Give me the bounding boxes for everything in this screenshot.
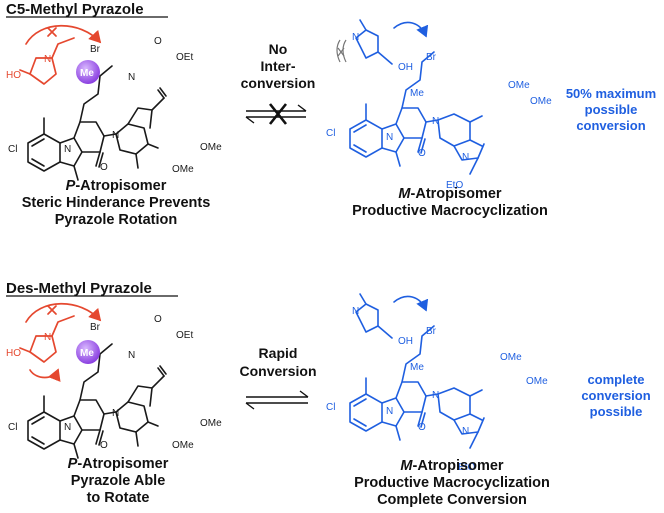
- atom-n-indole-bottom: N: [128, 350, 135, 361]
- atom-me-top-right: Me: [410, 88, 424, 99]
- caption-bottom-right-prefix: M: [400, 458, 413, 474]
- caption-top-left-line2: Pyrazole Rotation: [55, 212, 177, 228]
- top-mid-line1: No: [269, 41, 288, 57]
- atom-br-bottom: Br: [90, 322, 101, 333]
- methyl-ball-label-bottom: Me: [80, 348, 94, 359]
- atom-ome2-bottom-right: OMe: [526, 376, 548, 387]
- caption-top-left-prefix: P: [66, 178, 76, 194]
- note-bottom-line2: conversion: [581, 388, 650, 403]
- top-right-molecule: N OH Me Br Cl N N O N OMe OMe EtO: [326, 19, 552, 191]
- note-bottom-line1: complete: [587, 372, 644, 387]
- atom-eto-top-right: EtO: [446, 180, 463, 191]
- atom-o-ester-bottom: O: [154, 314, 162, 325]
- caption-bottom-right-line1: Productive Macrocyclization: [354, 475, 550, 491]
- atom-n-ring-top: N: [64, 144, 71, 155]
- atom-o-bottom: O: [100, 440, 108, 451]
- atom-o-top-right: O: [418, 148, 426, 159]
- atom-o-ester-top: O: [154, 36, 162, 47]
- svg-text:P-Atropisomer: P-Atropisomer: [66, 178, 167, 194]
- atom-n-top: N: [44, 54, 51, 65]
- atom-oet-top: OEt: [176, 52, 193, 63]
- atom-n-amide-top: N: [112, 130, 119, 141]
- atom-br-top-right: Br: [426, 52, 437, 63]
- atom-o-top: O: [100, 162, 108, 173]
- caption-top-right: M-Atropisomer Productive Macrocyclizatio…: [352, 186, 548, 219]
- caption-top-right-rest: -Atropisomer: [411, 186, 502, 202]
- svg-text:M-Atropisomer: M-Atropisomer: [398, 186, 501, 202]
- atom-oh-top-right: OH: [398, 62, 413, 73]
- caption-bottom-right-rest: -Atropisomer: [413, 458, 504, 474]
- atom-br-bottom-right: Br: [426, 326, 437, 337]
- atom-eto-bottom-right: EtO: [458, 462, 475, 473]
- atom-oh-bottom-right: OH: [398, 336, 413, 347]
- svg-text:P-Atropisomer: P-Atropisomer: [68, 456, 169, 472]
- top-left-molecule: HO N Me Br Cl N O N N O OEt OMe OMe: [6, 24, 222, 181]
- atom-cl-bottom-right: Cl: [326, 402, 335, 413]
- caption-bottom-left-line1: Pyrazole Able: [71, 473, 166, 489]
- atom-ome2-bottom: OMe: [172, 440, 194, 451]
- note-top-line3: conversion: [576, 118, 645, 133]
- atom-ome1-top: OMe: [200, 142, 222, 153]
- caption-bottom-right-line2: Complete Conversion: [377, 492, 527, 508]
- note-bottom-line3: possible: [590, 404, 643, 419]
- note-top-line1: 50% maximum: [566, 86, 656, 101]
- atom-ome1-bottom-right: OMe: [500, 352, 522, 363]
- atom-cl-top: Cl: [8, 144, 17, 155]
- caption-bottom-left: P-Atropisomer Pyrazole Able to Rotate: [68, 456, 169, 506]
- bottom-mid-line1: Rapid: [259, 345, 298, 361]
- atom-n-indole-top-right: N: [462, 152, 469, 163]
- atom-ome1-bottom: OMe: [200, 418, 222, 429]
- bottom-equilibrium: Rapid Conversion: [239, 345, 317, 410]
- caption-top-left-rest: -Atropisomer: [75, 178, 166, 194]
- atom-n-amide-bottom-right: N: [432, 390, 439, 401]
- top-mid-line3: conversion: [241, 75, 316, 91]
- caption-top-left-line1: Steric Hinderance Prevents: [22, 195, 211, 211]
- top-mid-line2: Inter-: [261, 58, 296, 74]
- atom-n-ring-bottom-right: N: [386, 406, 393, 417]
- atom-ho-bottom: HO: [6, 348, 21, 359]
- methyl-ball-label-top: Me: [80, 68, 94, 79]
- bottom-left-molecule: HO N Me Br Cl N O N N O OEt OMe OMe: [6, 302, 222, 459]
- caption-bottom-left-rest: -Atropisomer: [77, 456, 168, 472]
- atom-o-bottom-right: O: [418, 422, 426, 433]
- caption-bottom-right: M-Atropisomer Productive Macrocyclizatio…: [354, 458, 550, 508]
- atom-oet-bottom: OEt: [176, 330, 193, 341]
- bottom-right-molecule: N OH Me Br Cl N N O N OMe OMe EtO: [326, 293, 548, 473]
- atom-ome2-top: OMe: [172, 164, 194, 175]
- atom-n-amide-bottom: N: [112, 408, 119, 419]
- header-bottom: Des-Methyl Pyrazole: [6, 280, 152, 297]
- atom-n-amide-top-right: N: [432, 116, 439, 127]
- atom-n-indole-bottom-right: N: [462, 426, 469, 437]
- atom-cl-top-right: Cl: [326, 128, 335, 139]
- atom-cl-bottom: Cl: [8, 422, 17, 433]
- methyl-ball-top: [76, 60, 100, 84]
- atom-br-top: Br: [90, 44, 101, 55]
- caption-top-right-line1: Productive Macrocyclization: [352, 203, 548, 219]
- svg-text:M-Atropisomer: M-Atropisomer: [400, 458, 503, 474]
- header-top: C5-Methyl Pyrazole: [6, 1, 144, 18]
- methyl-ball-bottom: [76, 340, 100, 364]
- top-equilibrium: No Inter- conversion: [241, 41, 316, 125]
- caption-top-left: P-Atropisomer Steric Hinderance Prevents…: [22, 178, 211, 228]
- atom-ome2-top-right: OMe: [530, 96, 552, 107]
- atom-ome1-top-right: OMe: [508, 80, 530, 91]
- atom-n-ring-bottom: N: [64, 422, 71, 433]
- caption-bottom-left-prefix: P: [68, 456, 78, 472]
- atom-n-bottom-right: N: [352, 306, 359, 317]
- note-top-line2: possible: [585, 102, 638, 117]
- bottom-mid-line2: Conversion: [239, 363, 316, 379]
- blocked-cross: [268, 103, 288, 125]
- atom-n-bottom: N: [44, 332, 51, 343]
- caption-bottom-left-line2: to Rotate: [87, 490, 150, 506]
- atom-n-top-right: N: [352, 32, 359, 43]
- atom-me-bottom-right: Me: [410, 362, 424, 373]
- atom-n-indole-top: N: [128, 72, 135, 83]
- atom-n-ring-top-right: N: [386, 132, 393, 143]
- atom-ho-top: HO: [6, 70, 21, 81]
- caption-top-right-prefix: M: [398, 186, 411, 202]
